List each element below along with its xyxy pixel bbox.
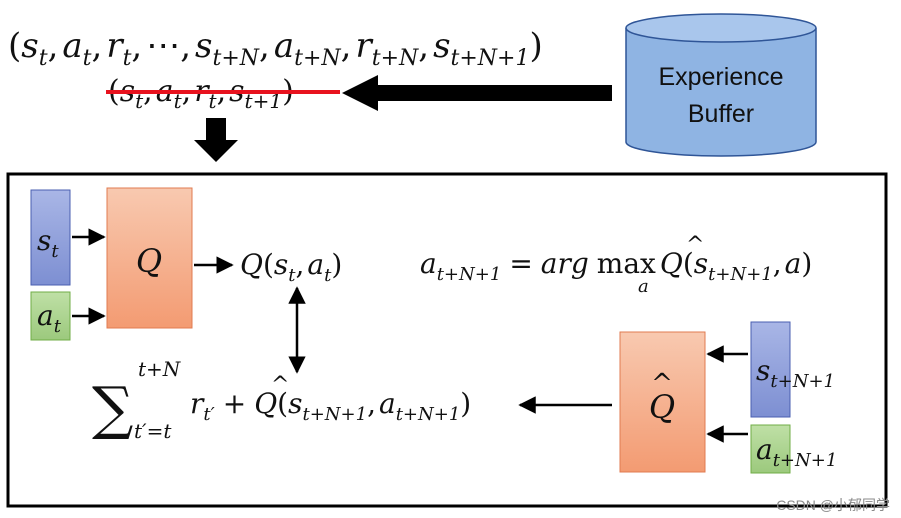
down-arrow: [194, 118, 238, 162]
state-input-label: st: [37, 224, 59, 262]
target-formula: rt′+Q(st+N+1,at+N+1): [190, 387, 471, 425]
target-network-box: [619, 331, 706, 473]
next-action-input-box: [750, 424, 791, 474]
target-sum-lower: t′=t: [134, 419, 172, 443]
q-network-box: [106, 187, 193, 329]
target-qhat-hat: ^: [271, 373, 289, 398]
buffer-label-line2: Buffer: [688, 100, 754, 128]
state-input-box: [30, 189, 71, 286]
watermark: CSDN @小郁同学: [776, 497, 890, 513]
target-sum-symbol: ∑: [92, 374, 133, 442]
next-state-input-label: st+N+1: [756, 354, 835, 392]
argmax-max-subscript: a: [638, 276, 649, 297]
argmax-qhat-hat: ^: [686, 233, 704, 258]
sample-arrow: [342, 75, 612, 111]
q-value-output: Q(st,at): [240, 248, 342, 286]
experience-buffer-cylinder: Experience Buffer: [625, 13, 817, 157]
target-network-hat: ^: [651, 369, 673, 399]
q-network-label: Q: [136, 242, 162, 280]
target-network-label: Q: [649, 388, 675, 426]
action-input-label: at: [37, 299, 62, 337]
n-step-transition: (st,at,rt,⋯,st+N,at+N,rt+N,st+N+1): [8, 26, 543, 71]
action-input-box: [30, 291, 71, 341]
next-state-input-box: [750, 321, 791, 418]
computation-frame: [6, 172, 888, 508]
buffer-label-line1: Experience: [658, 63, 783, 91]
next-action-input-label: at+N+1: [756, 433, 837, 471]
target-sum-upper: t+N: [138, 357, 182, 381]
